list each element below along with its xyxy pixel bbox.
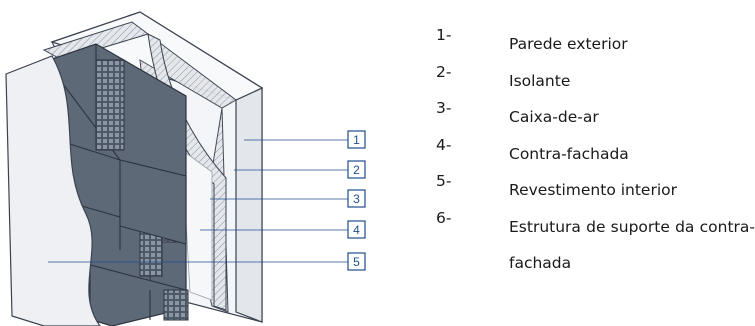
callout-2: 2 bbox=[347, 160, 366, 179]
legend-item: 6- Estrutura de suporte da contra-fachad… bbox=[436, 209, 755, 282]
callout-1-label: 1 bbox=[353, 133, 360, 147]
legend-item-number: 3- bbox=[436, 99, 452, 117]
callout-4: 4 bbox=[347, 220, 366, 239]
legend-item-number: 5- bbox=[436, 172, 452, 190]
callout-3: 3 bbox=[347, 189, 366, 208]
legend-item-text: Caixa-de-ar bbox=[509, 108, 599, 126]
legend-item-number: 4- bbox=[436, 135, 452, 154]
callout-lines bbox=[48, 139, 348, 263]
legend-item-number: 1- bbox=[436, 26, 452, 44]
legend-item-text: Revestimento interior bbox=[509, 181, 678, 199]
callout-5: 5 bbox=[347, 252, 366, 271]
legend-item-text: Isolante bbox=[509, 71, 571, 90]
callout-1: 1 bbox=[347, 130, 366, 149]
air-gap bbox=[181, 149, 213, 301]
callout-2-label: 2 bbox=[353, 163, 360, 177]
callout-5-label: 5 bbox=[353, 255, 360, 269]
legend-item-text: Contra-fachada bbox=[509, 144, 629, 163]
interior-plaster bbox=[5, 55, 101, 326]
legend-list: 1- Parede exterior 2- Isolante 3- Caixa-… bbox=[436, 26, 755, 282]
callout-3-label: 3 bbox=[353, 192, 360, 206]
legend-item-text: Parede exterior bbox=[509, 35, 628, 53]
callout-4-label: 4 bbox=[353, 223, 360, 237]
legend-item: 5- Revestimento interior bbox=[436, 172, 755, 209]
legend-item: 1- Parede exterior bbox=[436, 26, 755, 63]
legend-item-number: 6- bbox=[436, 208, 452, 227]
legend-item-number: 2- bbox=[436, 62, 452, 81]
wall-section-diagram: 1 2 3 4 5 bbox=[5, 11, 366, 326]
legend-item: 3- Caixa-de-ar bbox=[436, 99, 755, 136]
legend-item: 2- Isolante bbox=[436, 63, 755, 100]
legend-item-text: Estrutura de suporte da contra-fachada bbox=[509, 217, 755, 273]
legend-item: 4- Contra-fachada bbox=[436, 136, 755, 173]
